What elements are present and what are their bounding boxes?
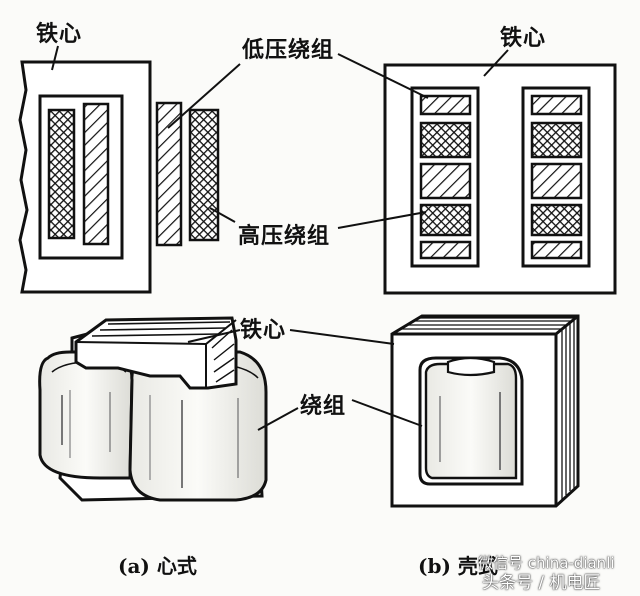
watermark-line1: 微信号 china-dianli	[478, 554, 615, 572]
shell-type-3d	[390, 314, 580, 508]
shell-type-section	[383, 63, 617, 295]
caption-b: (b) 壳式	[418, 554, 498, 578]
core-type-section	[18, 60, 152, 294]
watermark-line2: 头条号 / 机电匠	[482, 573, 601, 593]
label-winding-bottom: 绕组	[300, 394, 347, 419]
core-type-3d	[38, 316, 268, 502]
caption-a: (a) 心式	[118, 554, 197, 578]
label-hv-winding: 高压绕组	[238, 224, 331, 249]
hv-winding-inner	[47, 108, 76, 240]
lv-winding-sample	[155, 101, 183, 247]
left-coil	[38, 350, 134, 480]
label-core-bottom: 铁心	[240, 318, 287, 343]
hv-winding-sample	[188, 108, 220, 242]
lv-winding-inner	[82, 102, 110, 246]
label-lv-winding: 低压绕组	[242, 38, 335, 63]
label-core-top-left: 铁心	[36, 22, 83, 47]
label-core-top-right: 铁心	[500, 26, 547, 51]
shell-coil	[424, 362, 518, 480]
leader-lines	[51, 45, 509, 431]
exploded-windings	[155, 101, 220, 247]
